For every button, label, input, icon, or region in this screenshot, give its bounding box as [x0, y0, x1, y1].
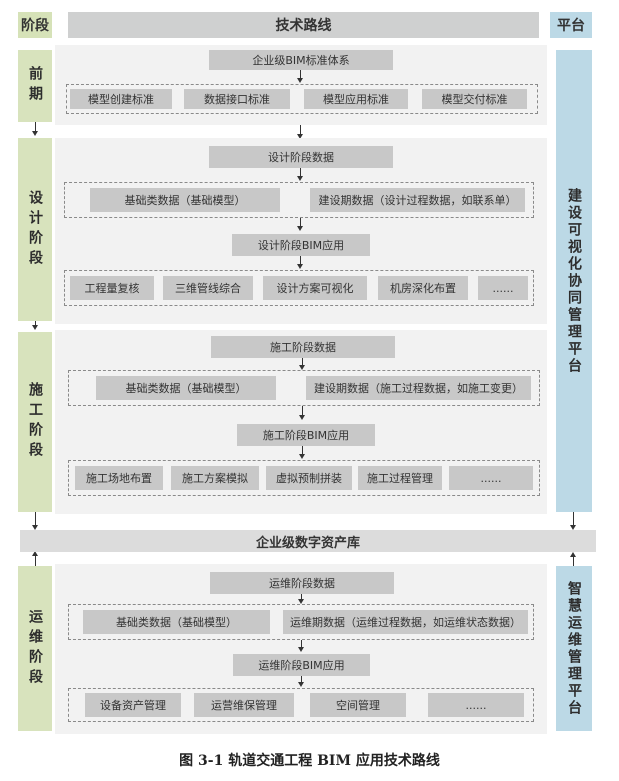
operation-base-data: 基础类数据（基础模型） — [83, 610, 270, 634]
stage-design: 设计阶段 — [18, 138, 52, 321]
arrow-down-icon — [299, 365, 305, 370]
construction-data-group — [68, 370, 540, 406]
arrow-down-icon — [32, 325, 38, 330]
operation-app-item: 空间管理 — [310, 693, 406, 717]
stage-construction: 施工阶段 — [18, 332, 52, 512]
operation-data-group — [68, 604, 534, 640]
arrow-down-icon — [298, 682, 304, 687]
construction-apps-group — [68, 460, 540, 496]
bim-standard-system: 企业级BIM标准体系 — [209, 50, 393, 70]
arrow-line — [35, 512, 36, 526]
construction-app-item: 施工过程管理 — [358, 466, 442, 490]
smart-om-platform: 智慧运维管理平台 — [556, 566, 592, 731]
operation-bim-app-title: 运维阶段BIM应用 — [233, 654, 370, 676]
arrow-down-icon — [299, 415, 305, 420]
arrow-line — [302, 358, 303, 366]
design-construction-period-data: 建设期数据（设计过程数据，如联系单） — [310, 188, 525, 212]
design-app-item: 机房深化布置 — [378, 276, 468, 300]
arrow-line — [300, 256, 301, 265]
header-stage: 阶段 — [18, 12, 52, 38]
arrow-line — [302, 406, 303, 416]
arrow-line — [301, 676, 302, 683]
arrow-line — [35, 556, 36, 566]
arrow-down-icon — [299, 454, 305, 459]
construction-bim-app-title: 施工阶段BIM应用 — [237, 424, 375, 446]
arrow-down-icon — [297, 176, 303, 181]
operation-apps-group — [68, 688, 534, 722]
construction-period-data: 建设期数据（施工过程数据，如施工变更） — [306, 376, 531, 400]
figure-caption: 图 3-1 轨道交通工程 BIM 应用技术路线 — [179, 753, 440, 769]
design-app-item: ...... — [478, 276, 528, 300]
stage-operation: 运维阶段 — [18, 566, 52, 731]
design-data-title: 设计阶段数据 — [209, 146, 393, 168]
arrow-up-icon — [32, 551, 38, 556]
arrow-down-icon — [297, 264, 303, 269]
arrow-line — [300, 70, 301, 79]
design-app-item: 三维管线综合 — [163, 276, 253, 300]
operation-app-item: 设备资产管理 — [85, 693, 181, 717]
enterprise-digital-asset-library: 企业级数字资产库 — [20, 530, 596, 552]
arrow-line — [301, 594, 302, 600]
design-app-item: 工程量复核 — [70, 276, 154, 300]
arrow-line — [573, 557, 574, 566]
operation-app-item: 运营维保管理 — [194, 693, 294, 717]
arrow-line — [35, 122, 36, 132]
construction-app-item: 虚拟预制拼装 — [266, 466, 352, 490]
design-app-item: 设计方案可视化 — [263, 276, 367, 300]
construction-base-data: 基础类数据（基础模型） — [96, 376, 276, 400]
construction-app-item: 施工方案模拟 — [171, 466, 259, 490]
arrow-down-icon — [298, 647, 304, 652]
arrow-down-icon — [32, 131, 38, 136]
standard-item: 模型交付标准 — [422, 89, 527, 109]
operation-period-data: 运维期数据（运维过程数据，如运维状态数据） — [283, 610, 528, 634]
design-apps-group — [64, 270, 534, 306]
arrow-up-icon — [570, 552, 576, 557]
standard-item: 数据接口标准 — [184, 89, 290, 109]
arrow-line — [35, 321, 36, 326]
arrow-down-icon — [570, 525, 576, 530]
design-data-group — [64, 182, 534, 218]
arrow-line — [300, 218, 301, 227]
standards-group — [66, 84, 538, 114]
operation-data-title: 运维阶段数据 — [210, 572, 394, 594]
arrow-line — [300, 125, 301, 135]
arrow-line — [301, 640, 302, 648]
construction-data-title: 施工阶段数据 — [211, 336, 395, 358]
arrow-down-icon — [32, 525, 38, 530]
arrow-down-icon — [297, 134, 303, 139]
arrow-down-icon — [297, 226, 303, 231]
construction-collaboration-platform: 建设可视化协同管理平台 — [556, 50, 592, 512]
stage-early: 前期 — [18, 50, 52, 122]
construction-app-item: 施工场地布置 — [75, 466, 163, 490]
design-base-data: 基础类数据（基础模型） — [90, 188, 280, 212]
operation-app-item: ...... — [428, 693, 524, 717]
standard-item: 模型创建标准 — [70, 89, 172, 109]
header-route: 技术路线 — [68, 12, 539, 38]
arrow-line — [300, 168, 301, 177]
arrow-down-icon — [297, 78, 303, 83]
arrow-line — [573, 512, 574, 526]
arrow-line — [302, 446, 303, 455]
arrow-down-icon — [298, 599, 304, 604]
header-platform: 平台 — [550, 12, 592, 38]
construction-app-item: ...... — [449, 466, 533, 490]
standard-item: 模型应用标准 — [304, 89, 408, 109]
design-bim-app-title: 设计阶段BIM应用 — [232, 234, 370, 256]
